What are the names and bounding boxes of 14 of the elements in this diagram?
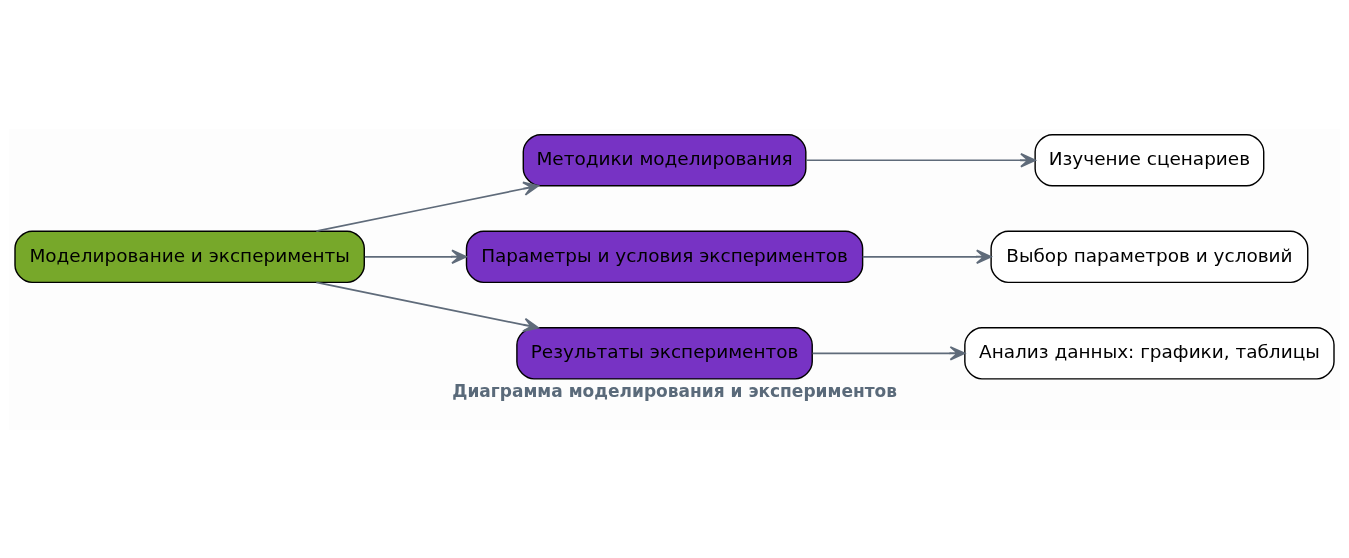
arrow — [861, 249, 992, 264]
node-box: Параметры и условия экспериментов — [465, 230, 864, 283]
arrow — [315, 181, 539, 232]
node-box: Моделирование и эксперименты — [14, 230, 365, 283]
caption: Диаграмма моделирования и экспериментов — [452, 380, 898, 401]
node-box: Анализ данных: графики, таблицы — [964, 326, 1335, 380]
arrow — [363, 249, 468, 264]
node-box: Выбор параметров и условий — [990, 230, 1309, 283]
node-box: Результаты экспериментов — [516, 326, 813, 380]
node-box: Методики моделирования — [522, 133, 807, 186]
node-box: Изучение сценариев — [1034, 133, 1265, 186]
arrow — [805, 152, 1036, 167]
arrow — [811, 345, 966, 361]
arrow — [315, 281, 539, 332]
